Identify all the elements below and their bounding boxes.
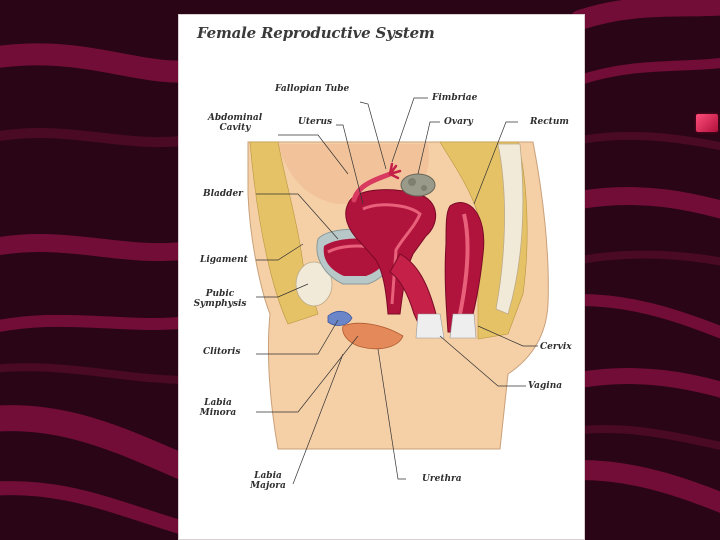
label-labia-majora: Labia Majora xyxy=(246,471,290,491)
cervix-shape xyxy=(416,314,444,338)
label-abdominal-cavity: Abdominal Cavity xyxy=(203,113,267,133)
slide-bullet-icon xyxy=(696,114,718,132)
label-rectum: Rectum xyxy=(530,117,569,127)
label-labia-minora: Labia Minora xyxy=(196,398,240,418)
label-urethra: Urethra xyxy=(422,474,462,484)
label-fallopian-tube: Fallopian Tube xyxy=(275,84,349,94)
label-ligament: Ligament xyxy=(200,255,248,265)
label-ovary: Ovary xyxy=(444,117,473,127)
label-fimbriae: Fimbriae xyxy=(432,93,477,103)
ovary-shape xyxy=(401,174,435,196)
label-clitoris: Clitoris xyxy=(203,347,240,357)
label-uterus: Uterus xyxy=(298,117,332,127)
diagram-title: Female Reproductive System xyxy=(197,24,435,42)
label-cervix: Cervix xyxy=(540,342,572,352)
label-vagina: Vagina xyxy=(528,381,562,391)
label-bladder: Bladder xyxy=(203,189,243,199)
anatomy-illustration xyxy=(178,14,585,540)
label-pubic-symphysis: Pubic Symphysis xyxy=(192,289,248,309)
